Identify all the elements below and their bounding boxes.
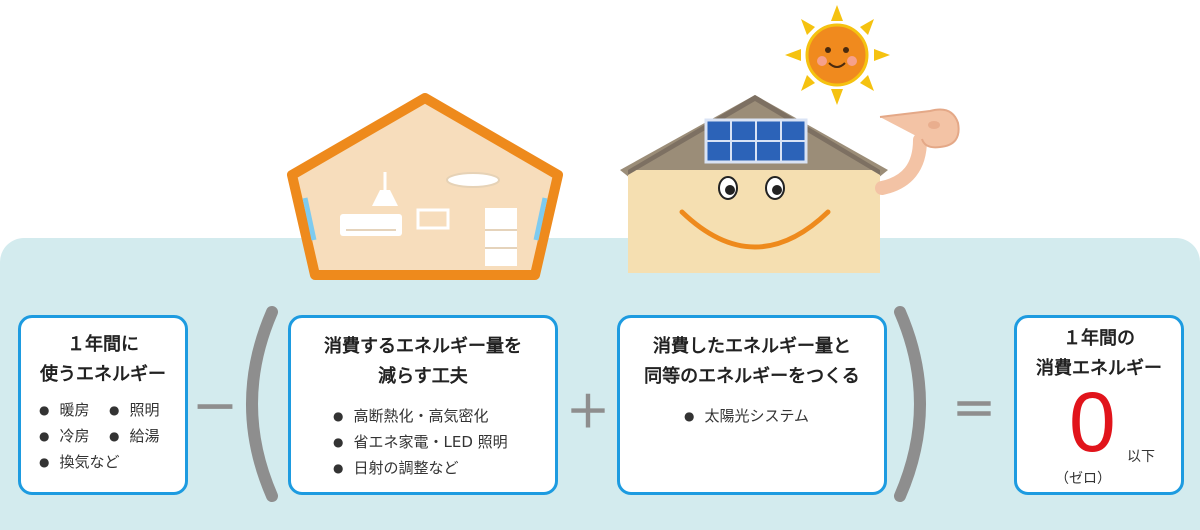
minus-operator: － xyxy=(192,381,238,435)
reduce-title-line1: 消費するエネルギー量を xyxy=(324,336,522,357)
create-title-line1: 消費したエネルギー量と xyxy=(653,336,851,357)
list-item: 省エネ家電・LED 照明 xyxy=(333,433,507,451)
list-item: 高断熱化・高気密化 xyxy=(333,407,488,425)
solar-house-character xyxy=(620,95,927,273)
equals-operator: ＝ xyxy=(952,385,996,436)
list-item: 照明 xyxy=(109,401,159,419)
result-title-line2: 消費エネルギー xyxy=(1036,358,1162,379)
reduce-title-line2: 減らす工夫 xyxy=(378,366,468,387)
annual-energy-use-box: １年間に 使うエネルギー 暖房 冷房 換気など 照明 給湯 xyxy=(18,315,188,495)
create-title-line2: 同等のエネルギーをつくる xyxy=(644,366,860,387)
list-item: 冷房 xyxy=(39,427,89,445)
background-band xyxy=(0,238,1200,530)
list-item: 暖房 xyxy=(39,401,89,419)
net-zero-result-box: １年間の 消費エネルギー 0 以下 （ゼロ） xyxy=(1014,315,1184,495)
result-title-line1: １年間の xyxy=(1063,328,1135,349)
annual-use-title-line1: １年間に xyxy=(67,334,139,355)
list-item: 日射の調整など xyxy=(333,459,458,477)
zero-value: 0 xyxy=(1069,375,1116,469)
below-suffix: 以下 xyxy=(1127,449,1155,465)
pointing-hand-illustration xyxy=(879,108,960,149)
list-item: 換気など xyxy=(39,453,119,471)
energy-creation-box: 消費したエネルギー量と 同等のエネルギーをつくる 太陽光システム xyxy=(617,315,887,495)
plus-operator: ＋ xyxy=(566,387,610,438)
left-parenthesis xyxy=(246,306,278,502)
energy-reduction-box: 消費するエネルギー量を 減らす工夫 高断熱化・高気密化 省エネ家電・LED 照明… xyxy=(288,315,558,495)
annual-use-title-line2: 使うエネルギー xyxy=(40,364,166,385)
sun-character xyxy=(785,5,890,105)
list-item: 給湯 xyxy=(109,427,159,445)
insulated-house-illustration xyxy=(287,93,563,280)
zero-reading: （ゼロ） xyxy=(1055,471,1111,487)
right-parenthesis xyxy=(894,306,926,502)
list-item: 太陽光システム xyxy=(684,407,809,425)
